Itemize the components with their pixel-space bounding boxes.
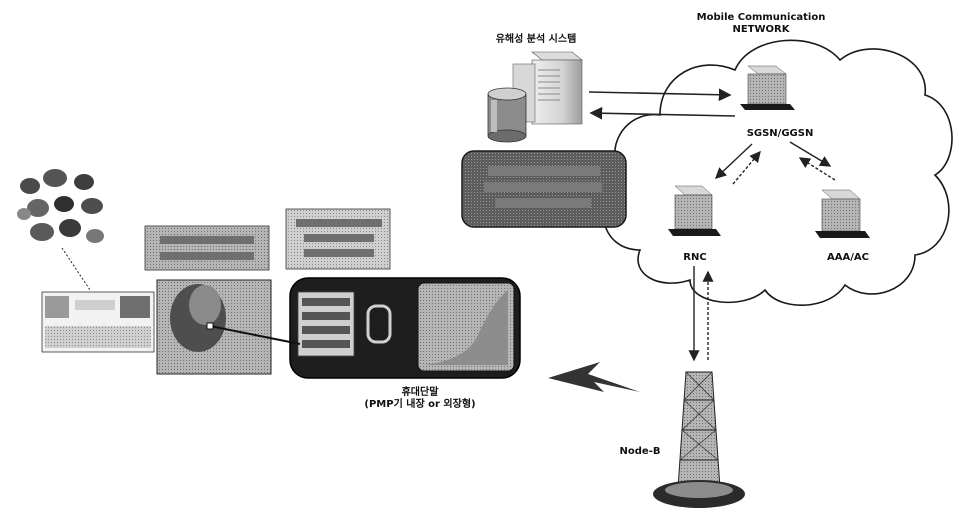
content-thumbnails-icon (17, 169, 104, 243)
node-b-tower-icon (653, 372, 745, 508)
analysis-system-label: 유해성 분석 시스템 (476, 34, 596, 46)
link-dot (207, 323, 213, 329)
network-title: Mobile Communication NETWORK (676, 12, 846, 35)
mobile-terminal-icon (290, 278, 520, 378)
note-box-right (286, 209, 390, 269)
wireless-signal-icon (548, 362, 640, 392)
content-link-line (62, 248, 90, 290)
node-b-label: Node-B (600, 446, 680, 458)
network-title-line2: NETWORK (676, 24, 846, 36)
note-box-left (145, 226, 269, 270)
analysis-info-box (462, 151, 626, 227)
terminal-label-line1: 휴대단말 (340, 387, 500, 399)
terminal-label-line2: (PMP기 내장 or 외장형) (340, 399, 500, 411)
database-icon (488, 88, 526, 142)
aaa-ac-label: AAA/AC (818, 252, 878, 264)
content-card (42, 292, 154, 352)
network-title-line1: Mobile Communication (676, 12, 846, 24)
rnc-label: RNC (670, 252, 720, 264)
sgsn-ggsn-label: SGSN/GGSN (740, 128, 820, 140)
terminal-label: 휴대단말 (PMP기 내장 or 외장형) (340, 387, 500, 410)
